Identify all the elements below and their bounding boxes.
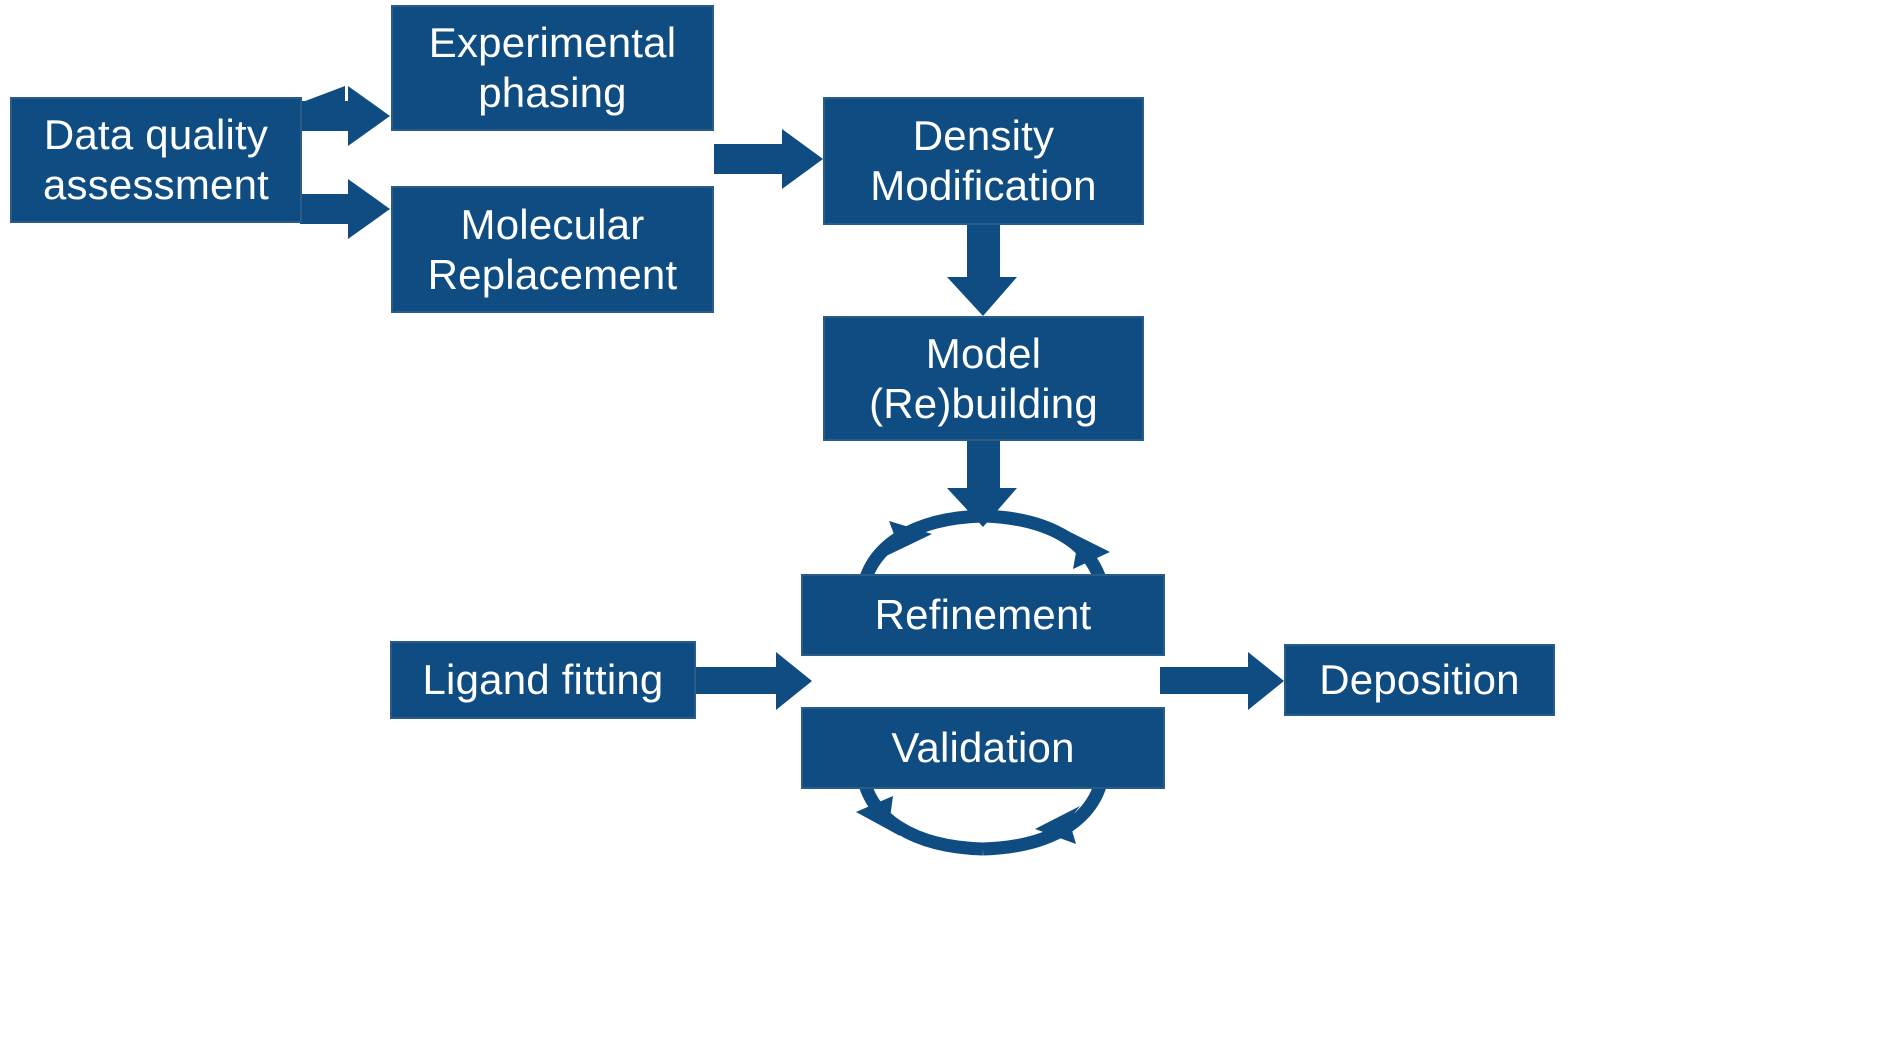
arrow-phasing-to-density-modification	[714, 129, 823, 189]
node-model-rebuilding[interactable]: Model (Re)building	[823, 316, 1144, 441]
arrow-density-modification-to-model-rebuilding	[947, 225, 1017, 316]
node-validation[interactable]: Validation	[801, 707, 1165, 789]
arrow-model-rebuilding-to-refinement	[947, 441, 1017, 527]
arrow-data-quality-to-molecular-replacement	[300, 179, 390, 239]
node-data-quality-assessment[interactable]: Data quality assessment	[10, 97, 302, 223]
node-molecular-replacement[interactable]: Molecular Replacement	[391, 186, 714, 313]
arrow-ligand-fitting-to-refinement-cycle	[696, 652, 812, 710]
cycle-arrowhead-top-right	[1066, 530, 1110, 569]
cycle-arrowhead-top-left	[886, 521, 932, 556]
node-density-modification[interactable]: Density Modification	[823, 97, 1144, 225]
arrow-data-quality-to-experimental-phasing	[300, 86, 390, 146]
node-ligand-fitting[interactable]: Ligand fitting	[390, 641, 696, 719]
node-experimental-phasing[interactable]: Experimental phasing	[391, 5, 714, 131]
cycle-arrowhead-bottom-left	[856, 796, 900, 836]
node-refinement[interactable]: Refinement	[801, 574, 1165, 656]
node-deposition[interactable]: Deposition	[1284, 644, 1555, 716]
cycle-arrowhead-bottom-right	[1035, 806, 1080, 844]
arrow-validation-cycle-to-deposition	[1160, 652, 1284, 710]
